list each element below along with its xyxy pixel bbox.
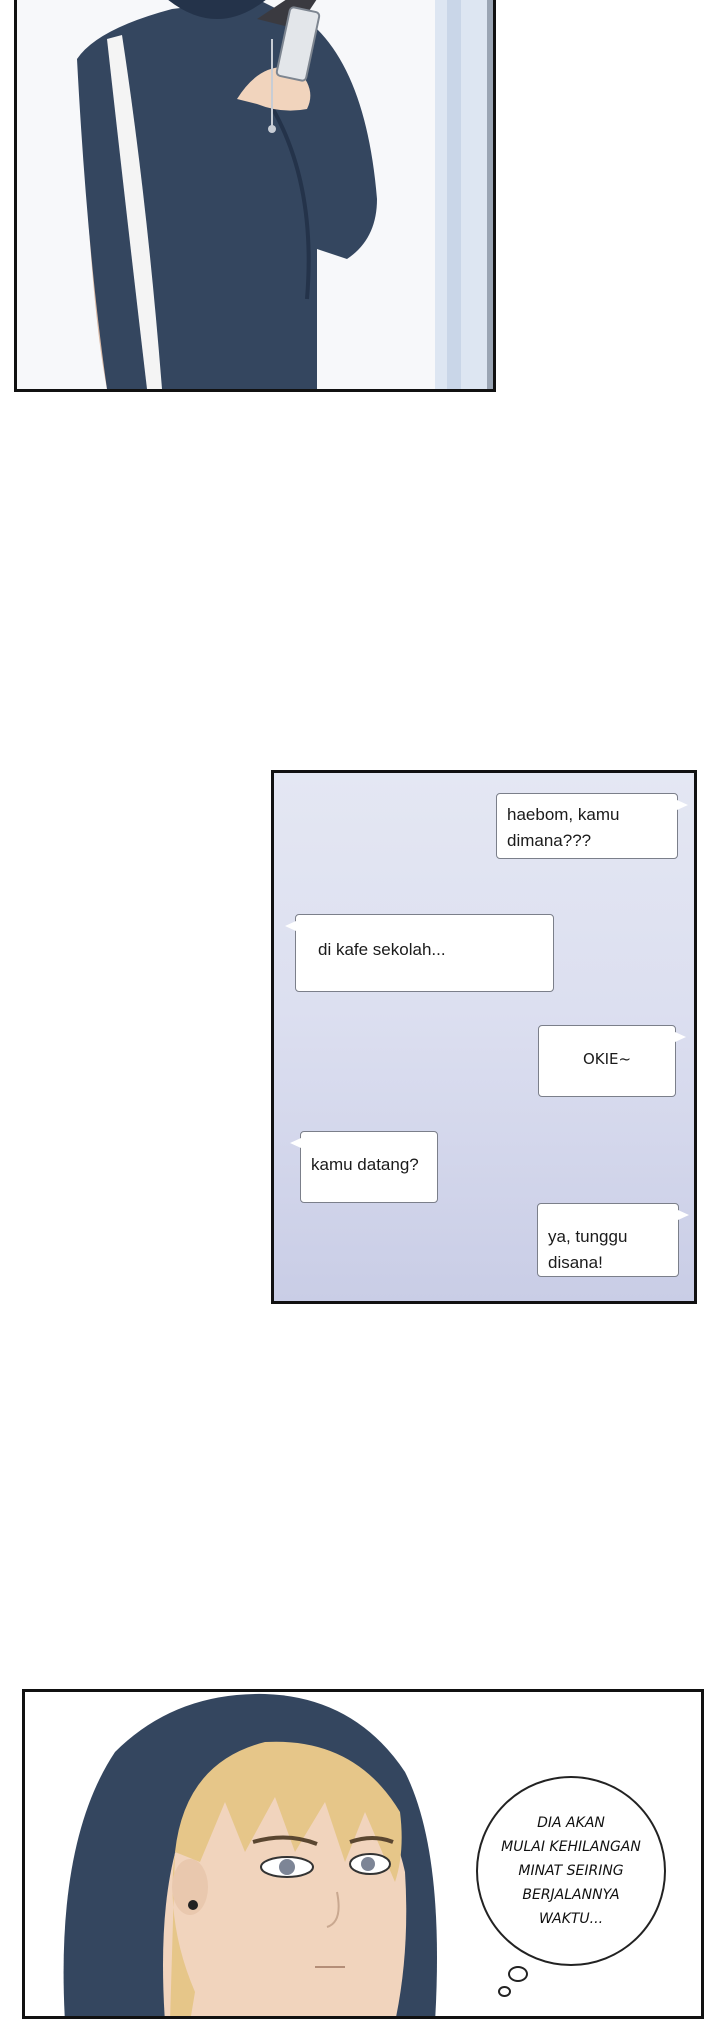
thought-text: DIA AKAN MULAI KEHILANGAN MINAT SEIRING … <box>501 1815 641 1927</box>
blonde-hooded-character-illustration <box>63 1693 437 2016</box>
chat-bubble-incoming: kamu datang? <box>290 1131 438 1203</box>
thought-bubble: DIA AKAN MULAI KEHILANGAN MINAT SEIRING … <box>476 1776 666 1966</box>
comic-panel-bottom <box>22 1689 704 2019</box>
message-text: haebom, kamu dimana??? <box>507 805 620 850</box>
chat-bubble-incoming: di kafe sekolah... <box>285 914 554 992</box>
thought-dot <box>508 1966 528 1982</box>
hoodie-figure-illustration <box>77 0 493 389</box>
bubble-tail <box>677 800 688 810</box>
bubble-tail <box>285 921 296 931</box>
message-text: OKIE~ <box>582 1050 632 1068</box>
thought-dot <box>498 1986 511 1997</box>
bubble-tail <box>675 1032 686 1042</box>
message-text: ya, tunggu disana! <box>548 1227 628 1272</box>
chat-screen-panel: haebom, kamu dimana??? di kafe sekolah..… <box>271 770 697 1304</box>
bubble-tail <box>678 1210 689 1220</box>
bubble-tail <box>290 1138 301 1148</box>
comic-panel-top <box>14 0 496 392</box>
message-text: kamu datang? <box>311 1155 419 1174</box>
chat-bubble-outgoing: haebom, kamu dimana??? <box>496 793 688 859</box>
message-text: di kafe sekolah... <box>318 940 446 959</box>
chat-bubble-outgoing: ya, tunggu disana! <box>537 1203 689 1277</box>
chat-bubble-outgoing: OKIE~ <box>538 1025 686 1097</box>
